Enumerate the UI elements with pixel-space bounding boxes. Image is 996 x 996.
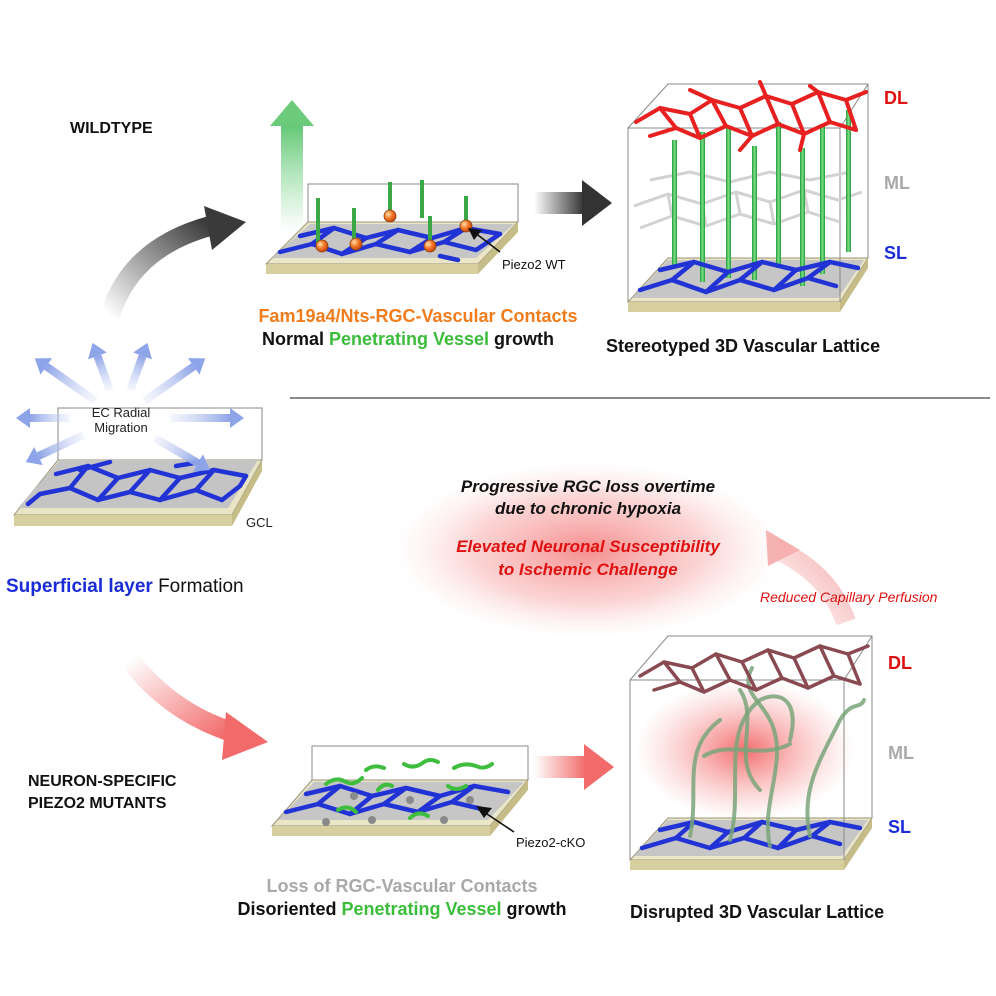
disoriented-growth-post: growth [501,899,567,919]
sl-layer-network [637,259,861,295]
rgc-vascular-contacts-label: Fam19a4/Nts-RGC-Vascular Contacts [258,306,578,326]
disrupted-lattice-title: Disrupted 3D Vascular Lattice [630,902,885,922]
wildtype-plate [264,100,520,274]
arrow-to-wildtype [100,206,246,320]
outcome-line-4: to Ischemic Challenge [498,560,678,579]
outcome-cloud [394,462,782,638]
piezo2-wt-label: Piezo2 WT [502,257,566,272]
normal-growth-post: growth [489,329,555,349]
wt-sl-label: SL [884,243,908,263]
arrow-wildtype-to-lattice [534,180,612,226]
mutant-ml-label: ML [888,743,914,763]
mutant-heading-line-2: PIEZO2 MUTANTS [28,795,167,812]
disoriented-growth-caption: Disoriented Penetrating Vessel growth [237,900,566,918]
penetrating-vessel-pillars [672,110,851,286]
dl-layer-network [634,80,868,152]
disoriented-growth-pre: Disoriented [237,899,342,919]
migration-line-2: Migration [94,420,148,435]
wildtype-lattice-box [626,80,869,312]
normal-growth-pre: Normal [261,329,329,349]
mutant-lattice-box [628,635,873,870]
mutant-dl-label: DL [888,653,912,673]
piezo2-cko-label: Piezo2-cKO [516,835,586,850]
wildtype-heading: WILDTYPE [70,120,153,137]
tangled-vessels [688,666,866,848]
stereotyped-lattice-title: Stereotyped 3D Vascular Lattice [606,336,881,356]
superficial-layer-term: Superficial layer [6,576,153,597]
outcome-line-3: Elevated Neuronal Susceptibility [456,537,720,556]
wt-dl-label: DL [884,88,908,108]
mutant-dl-network [638,644,870,694]
penetrating-vessel-term-mutant: Penetrating Vessel [341,899,502,919]
mutant-heading: NEURON-SPECIFIC PIEZO2 MUTANTS [28,771,176,815]
mutant-sl-label: SL [888,817,912,837]
wt-ml-label: ML [884,173,910,193]
mutant-heading-line-1: NEURON-SPECIFIC [28,773,177,790]
reduced-perfusion-label: Reduced Capillary Perfusion [760,589,938,605]
gcl-label: GCL [246,515,273,530]
outcome-line-1: Progressive RGC loss overtime [460,477,716,496]
mutant-plate [270,745,530,836]
loss-contacts-label: Loss of RGC-Vascular Contacts [266,876,538,896]
radial-migration-arrows [16,342,244,472]
ml-layer-network [633,170,863,230]
outcome-line-2: due to chronic hypoxia [494,499,682,518]
arrow-mutant-to-lattice [534,744,614,790]
superficial-formation-caption: Superficial layer Formation [6,577,244,596]
migration-line-1: EC Radial [91,405,151,420]
upward-growth-arrow-head [270,100,314,126]
disoriented-sprouts [324,758,494,820]
arrow-to-mutant [122,653,268,760]
penetrating-vessel-term: Penetrating Vessel [328,329,490,349]
normal-growth-caption: Normal Penetrating Vessel growth [262,330,554,348]
gcl-plate [12,407,263,526]
upward-growth-arrow-shaft [281,120,303,232]
formation-post: Formation [152,576,244,597]
ec-radial-migration-label: EC Radial Migration [92,405,151,435]
